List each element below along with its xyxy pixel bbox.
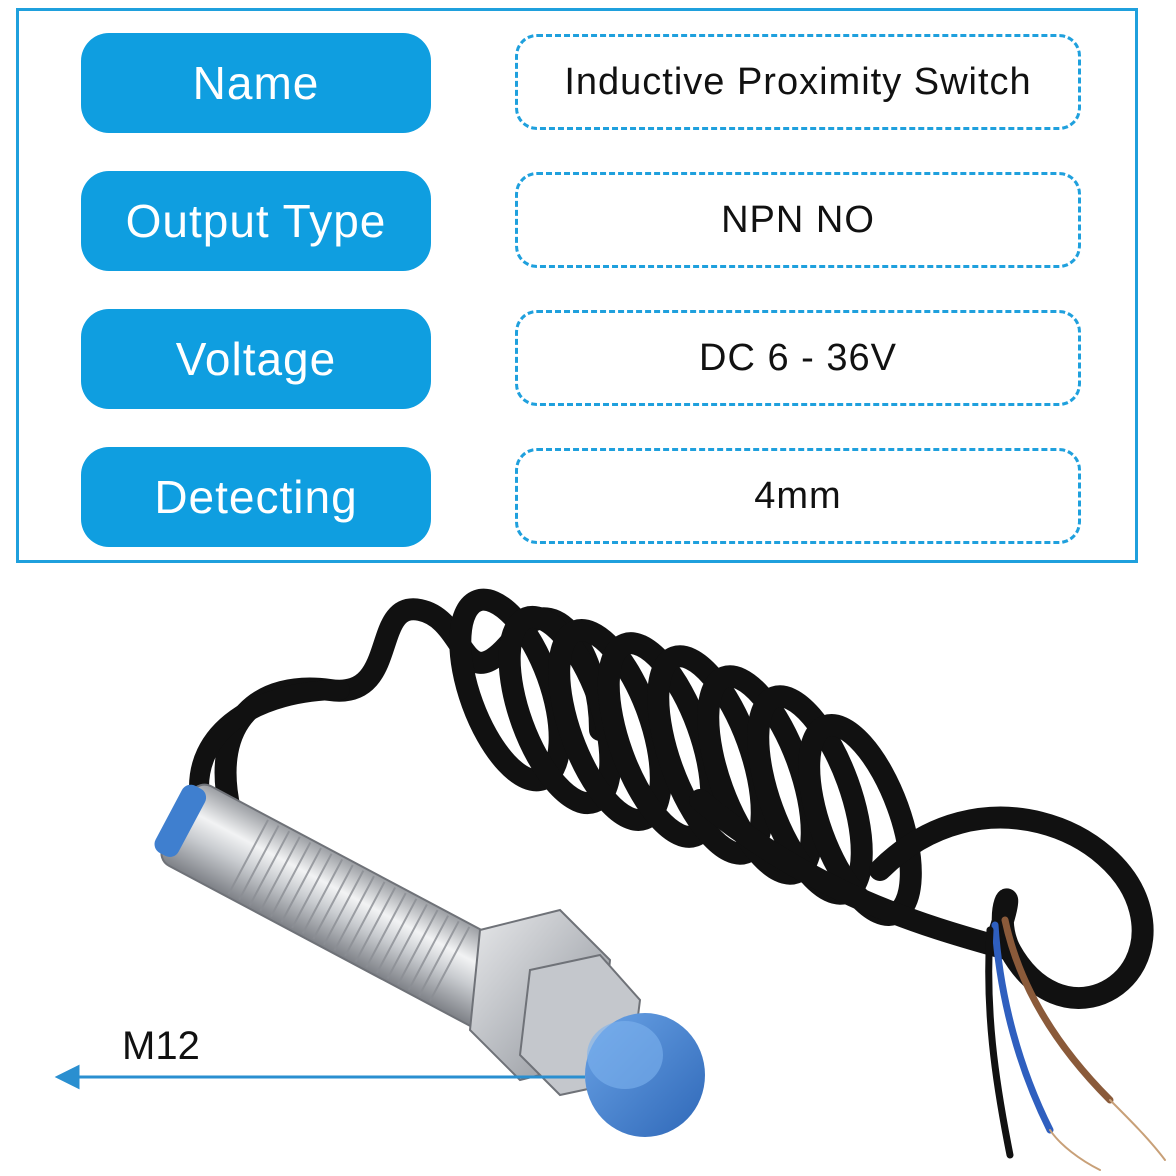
spec-row-name: Name Inductive Proximity Switch [19, 33, 1135, 133]
sensor-photo [0, 570, 1176, 1176]
spec-row-output-type: Output Type NPN NO [19, 171, 1135, 271]
spec-label-voltage: Voltage [81, 309, 431, 409]
spec-value-voltage: DC 6 - 36V [515, 310, 1081, 406]
spec-label-output-type: Output Type [81, 171, 431, 271]
cable-coil [214, 588, 1154, 1009]
spec-value-detecting: 4mm [515, 448, 1081, 544]
spec-row-voltage: Voltage DC 6 - 36V [19, 309, 1135, 409]
sensor-body [154, 783, 705, 1137]
spec-panel: Name Inductive Proximity Switch Output T… [16, 8, 1138, 563]
spec-value-output-type: NPN NO [515, 172, 1081, 268]
sensor-rear-cap [154, 784, 207, 857]
thread-size-label: M12 [122, 1024, 200, 1068]
spec-row-detecting: Detecting 4mm [19, 447, 1135, 547]
cable-lead [189, 680, 350, 810]
spec-label-name: Name [81, 33, 431, 133]
spec-label-detecting: Detecting [81, 447, 431, 547]
dimension-arrow [54, 1064, 585, 1090]
exposed-wires [985, 916, 1166, 1171]
spec-value-name: Inductive Proximity Switch [515, 34, 1081, 130]
